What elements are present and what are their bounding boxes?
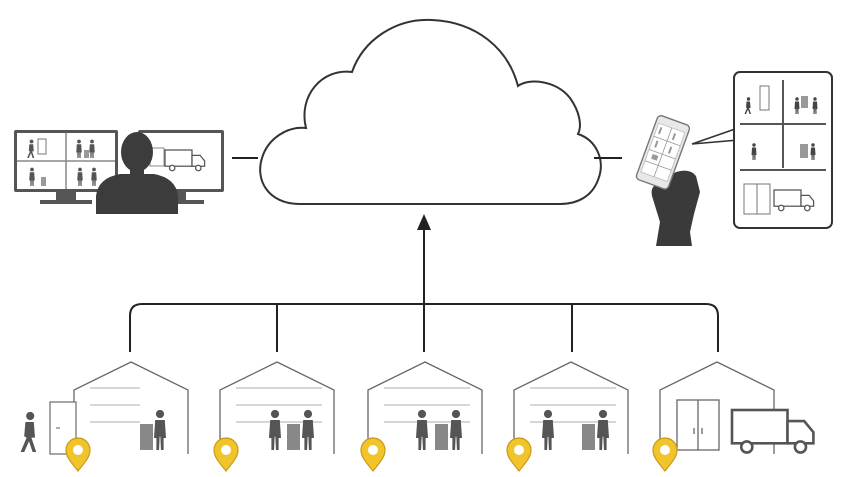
location-pin-icon (65, 437, 91, 472)
location-pin-icon (360, 437, 386, 472)
location-pin-icon (652, 437, 678, 472)
site-building (506, 361, 629, 472)
smartphone-icon (635, 115, 691, 190)
site-building (360, 361, 483, 472)
location-pin-icon (506, 437, 532, 472)
mobile-screen-callout (733, 71, 833, 229)
location-pin-icon (213, 437, 239, 472)
network-bus (129, 303, 719, 352)
site-building (20, 361, 189, 472)
site-building (652, 361, 815, 472)
counter (287, 424, 300, 450)
counter (582, 424, 595, 450)
counter (140, 424, 153, 450)
monitoring-station (14, 130, 224, 214)
monitor-icon (14, 130, 118, 204)
callout-pointer (691, 126, 739, 145)
building-icon (73, 361, 189, 455)
mobile-viewer (635, 71, 833, 246)
counter (435, 424, 448, 450)
building-icon (513, 361, 629, 455)
person-icon (20, 411, 37, 452)
site-building (213, 361, 335, 472)
operator-silhouette-icon (96, 132, 178, 214)
loading-dock-door (676, 399, 720, 451)
uplink-arrow-head (417, 214, 431, 230)
cloud-icon (259, 18, 602, 205)
